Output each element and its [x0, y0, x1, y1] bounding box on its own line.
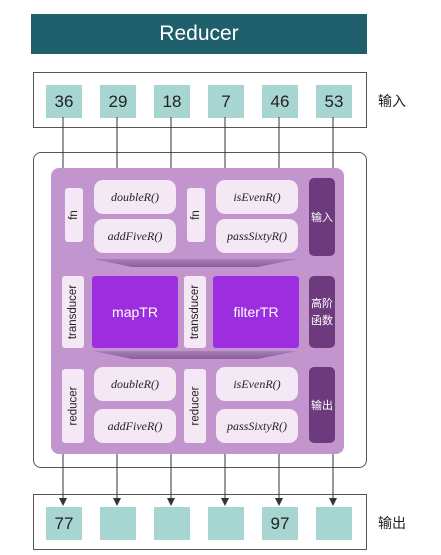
input-cell: 53 [316, 85, 352, 118]
fn-tag-left: fn [65, 188, 83, 242]
input-array: 36 29 18 7 46 53 [33, 72, 367, 128]
side-tag-input: 输入 [309, 178, 335, 256]
input-cell: 7 [208, 85, 244, 118]
input-cell: 18 [154, 85, 190, 118]
reducer-tag-right: reducer [184, 369, 206, 443]
reducer-tag-left: reducer [62, 369, 84, 443]
output-cell [208, 507, 244, 540]
fn-double: doubleR() [94, 180, 176, 214]
reducer-pass-sixty: passSixtyR() [216, 409, 298, 443]
diagram-title: Reducer [31, 14, 367, 54]
side-tag-output: 输出 [309, 367, 335, 443]
output-cell: 97 [262, 507, 298, 540]
filter-transducer: filterTR [213, 276, 299, 348]
fn-tag-right: fn [187, 188, 205, 242]
output-cell [154, 507, 190, 540]
output-cell [316, 507, 352, 540]
output-array: 77 97 [33, 494, 367, 550]
input-cell: 29 [100, 85, 136, 118]
transducer-tag-right: transducer [184, 276, 206, 348]
input-cell: 46 [262, 85, 298, 118]
fn-pass-sixty: passSixtyR() [216, 219, 298, 253]
reducer-is-even: isEvenR() [216, 367, 298, 401]
fn-is-even: isEvenR() [216, 180, 298, 214]
reducer-add-five: addFiveR() [94, 409, 176, 443]
output-cell: 77 [46, 507, 82, 540]
fn-add-five: addFiveR() [94, 219, 176, 253]
output-cell [100, 507, 136, 540]
input-cell: 36 [46, 85, 82, 118]
side-tag-higher-order: 高阶 函数 [309, 276, 335, 348]
output-label: 输出 [378, 516, 406, 532]
reducer-double: doubleR() [94, 367, 176, 401]
map-transducer: mapTR [92, 276, 178, 348]
transducer-tag-left: transducer [62, 276, 84, 348]
input-label: 输入 [378, 94, 406, 110]
